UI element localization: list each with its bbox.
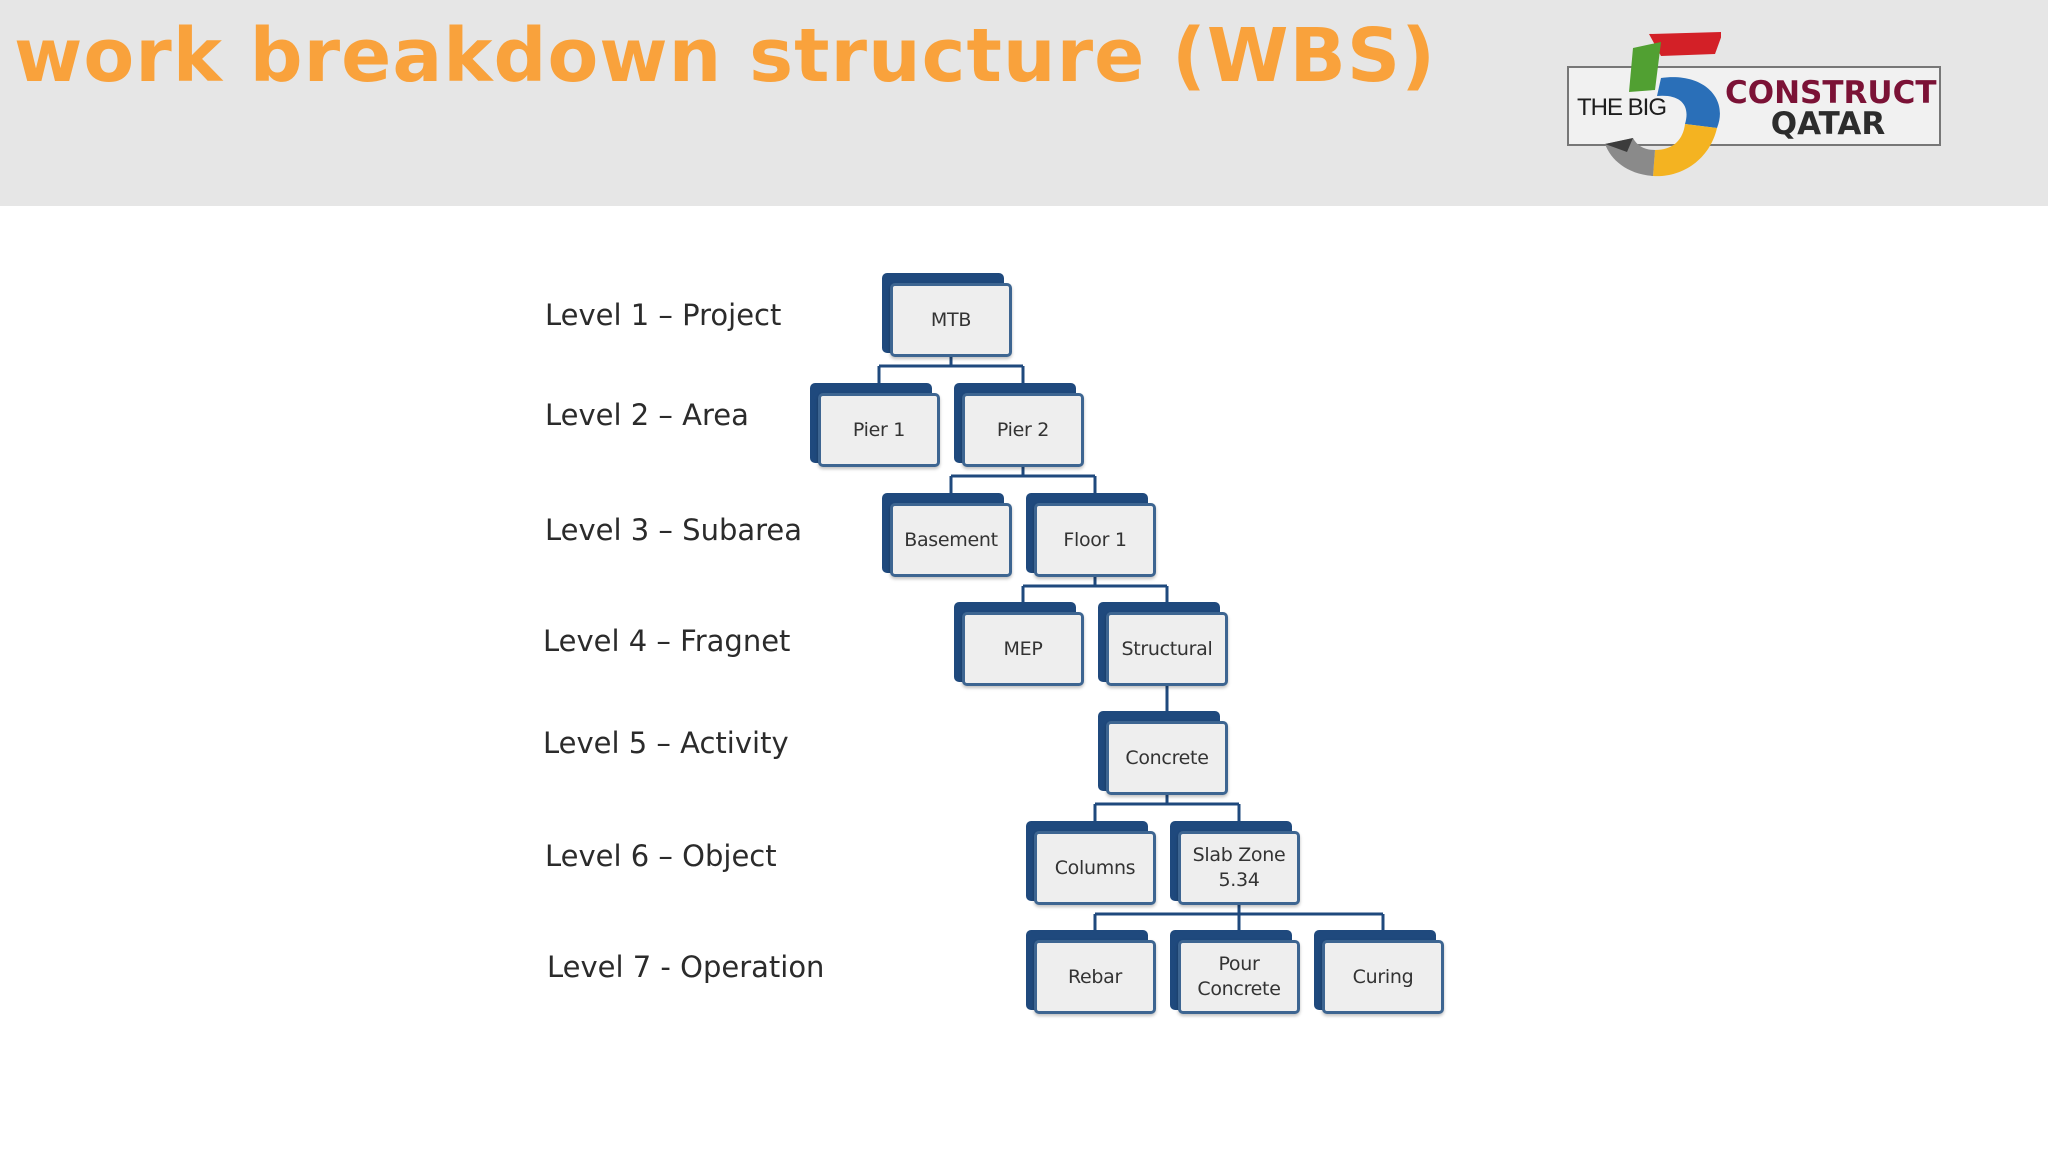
logo-construct-text: CONSTRUCT bbox=[1725, 75, 1937, 111]
wbs-node-basement: Basement bbox=[882, 493, 1012, 577]
node-face: Basement bbox=[890, 503, 1012, 577]
node-face: Columns bbox=[1034, 831, 1156, 905]
slide-title: work breakdown structure (WBS) bbox=[14, 13, 1437, 99]
wbs-node-pour-concrete: Pour Concrete bbox=[1170, 930, 1300, 1014]
node-face: MTB bbox=[890, 283, 1012, 357]
level-label-5: Level 5 – Activity bbox=[543, 726, 789, 760]
node-face: MEP bbox=[962, 612, 1084, 686]
wbs-node-pier2: Pier 2 bbox=[954, 383, 1084, 467]
level-label-3: Level 3 – Subarea bbox=[545, 513, 803, 547]
wbs-node-columns: Columns bbox=[1026, 821, 1156, 905]
node-face: Slab Zone 5.34 bbox=[1178, 831, 1300, 905]
node-face: Concrete bbox=[1106, 721, 1228, 795]
level-label-4: Level 4 – Fragnet bbox=[543, 624, 791, 658]
node-label: Slab Zone 5.34 bbox=[1192, 844, 1286, 891]
wbs-node-floor1: Floor 1 bbox=[1026, 493, 1156, 577]
logo-qatar-text: QATAR bbox=[1770, 106, 1886, 142]
node-label: Structural bbox=[1121, 637, 1213, 660]
node-face: Pier 1 bbox=[818, 393, 940, 467]
big5-construct-qatar-logo: THE BIG CONSTRUCT QATAR bbox=[1565, 28, 1945, 180]
node-face: Curing bbox=[1322, 940, 1444, 1014]
wbs-node-curing: Curing bbox=[1314, 930, 1444, 1014]
node-label: Pour Concrete bbox=[1197, 953, 1281, 1000]
level-label-6: Level 6 – Object bbox=[545, 839, 777, 873]
big5-numeral-icon bbox=[1605, 32, 1721, 177]
node-face: Structural bbox=[1106, 612, 1228, 686]
wbs-node-rebar: Rebar bbox=[1026, 930, 1156, 1014]
level-label-7: Level 7 - Operation bbox=[547, 950, 825, 984]
node-label: MTB bbox=[930, 308, 972, 331]
node-face: Floor 1 bbox=[1034, 503, 1156, 577]
node-label: Concrete bbox=[1125, 746, 1209, 769]
level-label-1: Level 1 – Project bbox=[545, 298, 782, 332]
node-label: MEP bbox=[1003, 637, 1043, 660]
node-label: Pier 2 bbox=[996, 418, 1050, 441]
wbs-node-mtb: MTB bbox=[882, 273, 1012, 357]
wbs-node-structural: Structural bbox=[1098, 602, 1228, 686]
node-label: Rebar bbox=[1067, 965, 1123, 988]
node-label: Curing bbox=[1352, 965, 1414, 988]
level-label-2: Level 2 – Area bbox=[545, 398, 749, 432]
node-label: Floor 1 bbox=[1063, 528, 1127, 551]
node-label: Basement bbox=[904, 528, 998, 551]
wbs-node-mep: MEP bbox=[954, 602, 1084, 686]
node-face: Pier 2 bbox=[962, 393, 1084, 467]
logo-the-big-text: THE BIG bbox=[1577, 94, 1667, 121]
node-label: Pier 1 bbox=[852, 418, 906, 441]
wbs-node-concrete: Concrete bbox=[1098, 711, 1228, 795]
node-face: Pour Concrete bbox=[1178, 940, 1300, 1014]
node-label: Columns bbox=[1054, 856, 1136, 879]
logo-frame bbox=[1567, 66, 1941, 146]
wbs-node-pier1: Pier 1 bbox=[810, 383, 940, 467]
wbs-node-slab-zone: Slab Zone 5.34 bbox=[1170, 821, 1300, 905]
node-face: Rebar bbox=[1034, 940, 1156, 1014]
